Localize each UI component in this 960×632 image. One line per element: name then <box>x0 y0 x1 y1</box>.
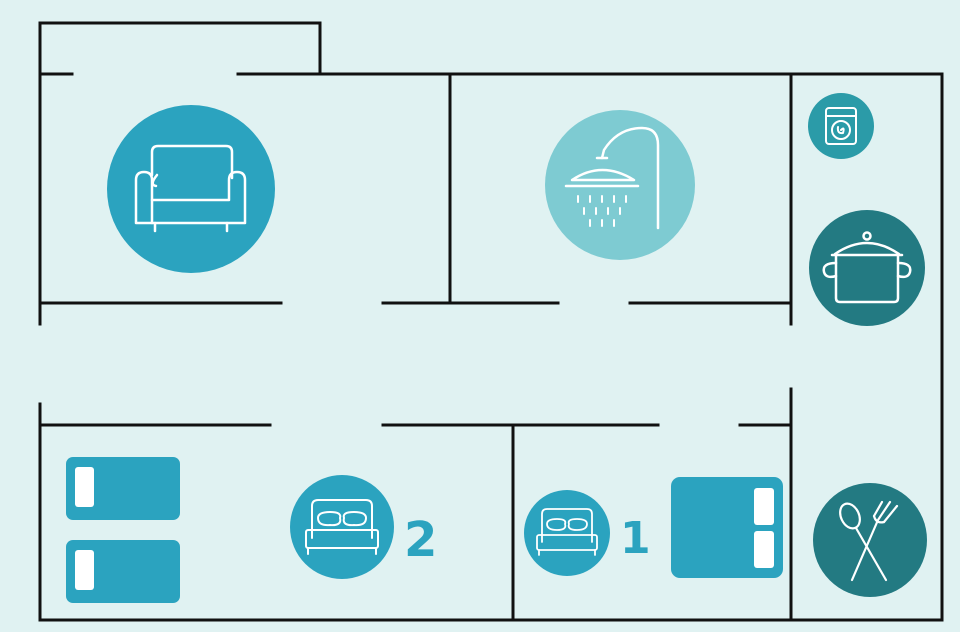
bedroom-2-circle <box>290 475 394 579</box>
bedroom-1-group: 1 <box>524 477 783 578</box>
washing-machine-icon <box>825 107 857 145</box>
walls <box>38 21 944 622</box>
shower-drops <box>577 195 627 227</box>
dining-icon-group <box>813 483 927 597</box>
bedroom-1-bed <box>671 477 783 578</box>
cooking-pot-icon <box>822 231 912 304</box>
bedroom-1-number: 1 <box>620 513 651 564</box>
fork-and-spoon-icon <box>839 500 899 582</box>
laundry-circle <box>808 93 874 159</box>
bathroom-icon-group <box>545 110 695 260</box>
bedroom-2-number: 2 <box>404 512 437 568</box>
double-bed-icon <box>536 508 598 556</box>
sofa-icon <box>134 144 247 233</box>
laundry-icon-group <box>808 93 874 159</box>
living-room-icon-group <box>107 105 275 273</box>
double-bed-icon <box>305 499 379 555</box>
single-bed-2 <box>66 540 180 603</box>
bedroom-1-circle <box>524 490 610 576</box>
kitchen-icon-group <box>809 210 925 326</box>
kitchen-circle <box>809 210 925 326</box>
wall-entrance <box>38 21 322 76</box>
living-circle <box>107 105 275 273</box>
shower-icon <box>564 126 660 230</box>
bedroom-2-group: 2 <box>66 457 437 603</box>
single-bed-1 <box>66 457 180 520</box>
